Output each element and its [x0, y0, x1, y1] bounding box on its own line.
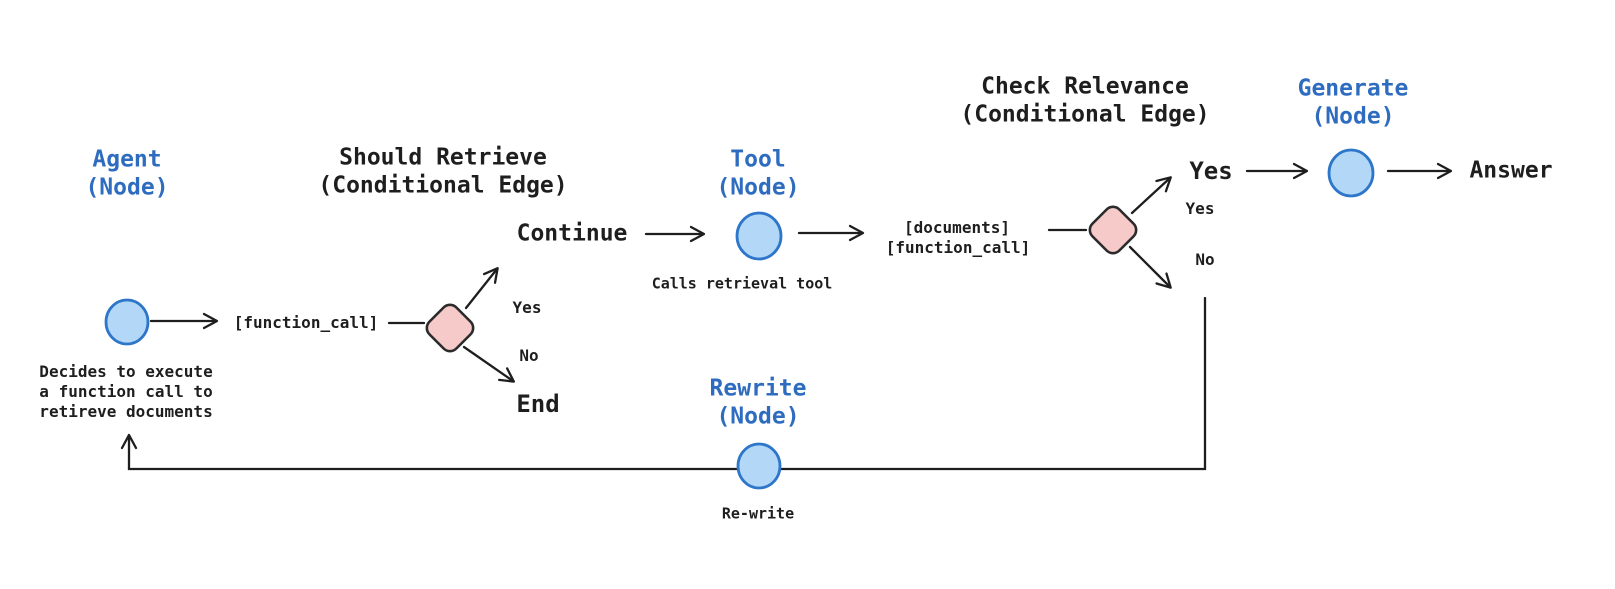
documents-state-label-line2: [function_call]: [885, 238, 1031, 257]
check-relevance-yes-label: Yes: [1185, 199, 1215, 218]
continue-target-label: Continue: [516, 220, 628, 247]
agent-node-label-line1: Agent: [92, 146, 162, 173]
agent-node-label-line2: (Node): [85, 174, 169, 201]
agent-node-circle: [104, 298, 150, 346]
rewrite-node-circle: [736, 442, 782, 490]
rewrite-node-label-line1: Rewrite: [709, 375, 807, 402]
tool-node-label-line1: Tool: [730, 146, 786, 173]
edge-no-feedback-loop: [120, 296, 1207, 471]
tool-caption: Calls retrieval tool: [651, 274, 833, 293]
generate-node-circle: [1327, 148, 1375, 198]
should-retrieve-diamond: [425, 303, 475, 353]
should-retrieve-no-label: No: [519, 346, 539, 365]
check-relevance-yes-target-label: Yes: [1189, 157, 1233, 185]
tool-node-label-line2: (Node): [716, 174, 800, 201]
check-relevance-diamond: [1088, 205, 1138, 255]
tool-node-circle: [735, 211, 783, 261]
check-relevance-title-line1: Check Relevance: [981, 73, 1189, 100]
rewrite-caption: Re-write: [721, 504, 795, 523]
edge-should-retrieve-yes: [464, 267, 499, 310]
should-retrieve-title-line2: (Conditional Edge): [318, 172, 568, 199]
generate-node-label-line1: Generate: [1297, 75, 1409, 102]
generate-node-label-line2: (Node): [1311, 103, 1395, 130]
check-relevance-no-label: No: [1195, 250, 1215, 269]
answer-label: Answer: [1469, 157, 1553, 184]
edge-check-relevance-yes: [1130, 176, 1172, 215]
edge-check-relevance-no: [1128, 245, 1172, 289]
agent-caption-line2: a function call to: [39, 382, 213, 401]
check-relevance-title-line2: (Conditional Edge): [960, 101, 1210, 128]
rewrite-node-label-line2: (Node): [716, 403, 800, 430]
edge-should-retrieve-no: [462, 345, 515, 383]
documents-state-label-line1: [documents]: [904, 218, 1010, 237]
should-retrieve-title-line1: Should Retrieve: [339, 144, 547, 171]
function-call-state-label: [function_call]: [233, 313, 379, 332]
agent-caption-line1: Decides to execute: [39, 362, 213, 381]
agent-caption-line3: retireve documents: [39, 402, 213, 421]
should-retrieve-yes-label: Yes: [512, 298, 542, 317]
end-target-label: End: [516, 390, 560, 418]
